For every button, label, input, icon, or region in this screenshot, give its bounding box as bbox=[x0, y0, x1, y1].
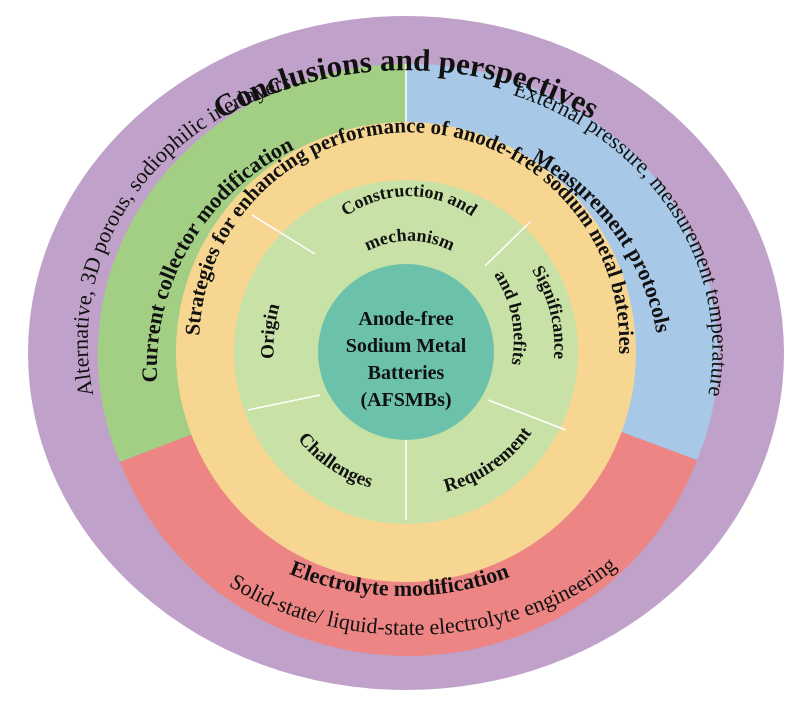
center-line4: (AFSMBs) bbox=[360, 389, 451, 411]
center-line1: Anode-free bbox=[358, 308, 453, 330]
inner-segment-dividers bbox=[247, 214, 567, 520]
center-line3: Batteries bbox=[368, 362, 445, 384]
center-line2: Sodium Metal bbox=[346, 335, 467, 357]
center-disc bbox=[318, 264, 494, 440]
